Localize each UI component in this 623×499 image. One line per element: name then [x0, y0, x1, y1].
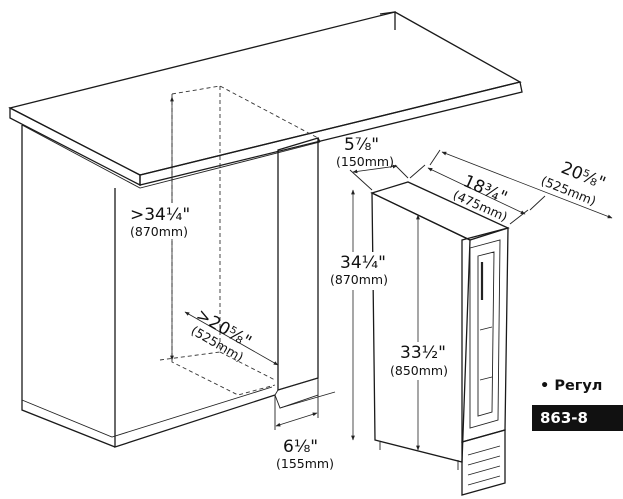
opening-width-metric: (155mm) — [276, 456, 334, 471]
cabinet-front — [114, 188, 276, 448]
unit-side — [371, 191, 471, 463]
unit-width-dimension: 5⅞" (150mm) — [336, 135, 409, 191]
unit-width-metric: (150mm) — [336, 154, 394, 169]
unit-height-min-imperial: 33½" — [400, 343, 446, 363]
unit-height-min-dimension: 33½" (850mm) — [388, 214, 458, 451]
unit-depth-body-dimension: 18¾" (475mm) — [409, 164, 529, 225]
note-bullet-text: • Регул — [540, 378, 603, 394]
unit-height-max-imperial: 34¼" — [340, 253, 386, 273]
cabinet-height-imperial: >34¼" — [130, 205, 190, 225]
cabinet-drawing — [8, 11, 523, 448]
cabinet-side-panel — [277, 137, 319, 391]
countertop-front — [139, 81, 523, 186]
wine-cooler-drawing — [370, 181, 510, 496]
unit-height-max-metric: (870mm) — [330, 272, 388, 287]
cabinet-height-metric: (870mm) — [130, 224, 188, 239]
unit-height-max-dimension: 34¼" (870mm) — [328, 189, 396, 441]
unit-width-imperial: 5⅞" — [344, 135, 379, 155]
opening-width-imperial: 6⅛" — [283, 437, 318, 457]
unit-height-min-metric: (850mm) — [390, 363, 448, 378]
cabinet-depth-dimension: >20⅝" (525mm) — [184, 305, 279, 366]
countertop-top — [8, 11, 522, 176]
unit-plinth — [461, 429, 506, 496]
unit-depth-total-dimension: 20⅝" (525mm) — [429, 149, 613, 219]
phone-number-badge: 863-8 — [532, 405, 623, 431]
cabinet-height-dimension: >34¼" (870mm) — [128, 96, 200, 361]
cabinet-left-side — [21, 125, 116, 448]
opening-width-dimension: 6⅛" (155mm) — [274, 380, 334, 471]
